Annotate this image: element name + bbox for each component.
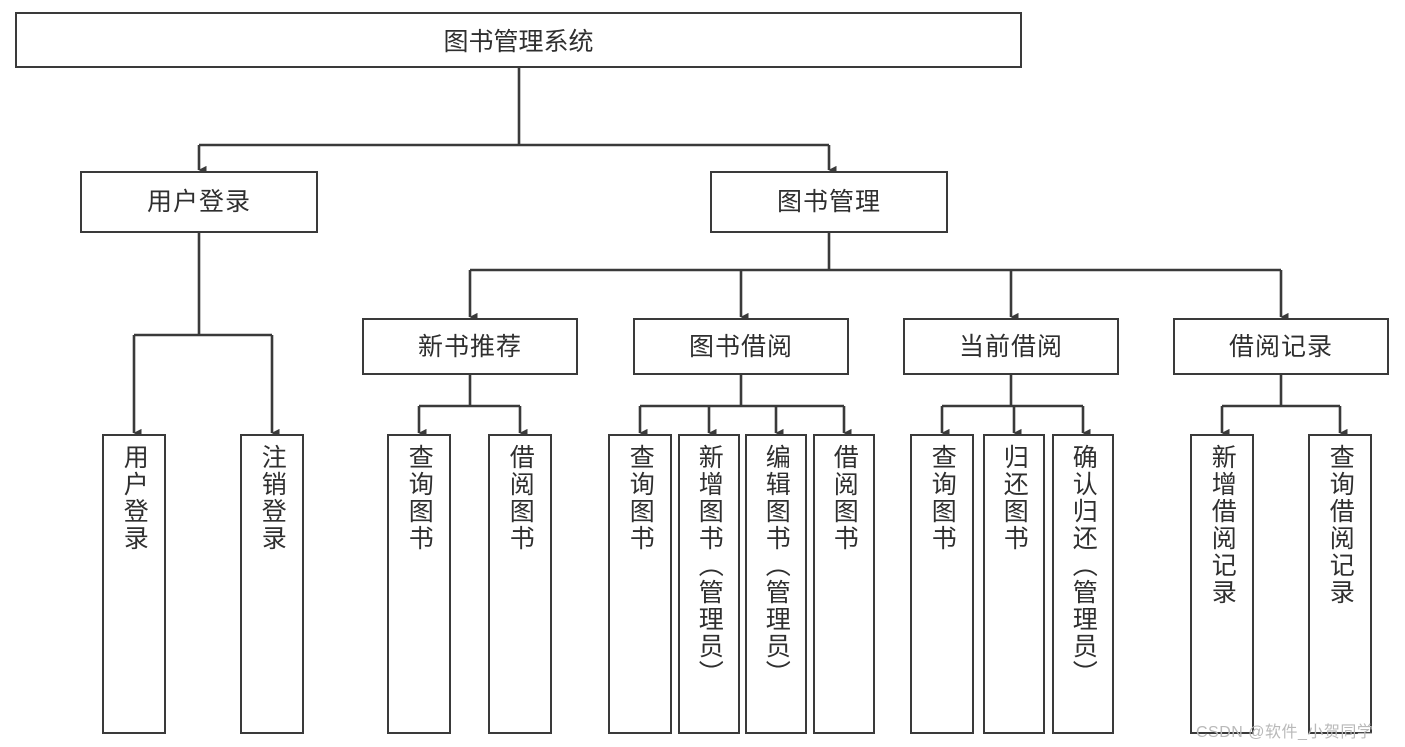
node-root-label: 图书管理系统 — [443, 28, 594, 56]
node-leaf-query-record-label: 查询借阅记录 — [1326, 444, 1355, 606]
node-book-manage[interactable]: 图书管理 — [710, 171, 948, 233]
node-leaf-add-record-label: 新增借阅记录 — [1208, 444, 1237, 606]
node-book-manage-label: 图书管理 — [776, 188, 881, 216]
node-leaf-borrow-book-1[interactable]: 借阅图书 — [488, 434, 552, 734]
node-leaf-query-record[interactable]: 查询借阅记录 — [1308, 434, 1372, 734]
node-book-borrow-label: 图书借阅 — [688, 332, 793, 361]
node-leaf-borrow-book-1-label: 借阅图书 — [506, 444, 535, 552]
node-leaf-edit-book[interactable]: 编辑图书（管理员） — [745, 434, 807, 734]
node-new-book-rec[interactable]: 新书推荐 — [362, 318, 578, 375]
node-leaf-edit-book-label: 编辑图书（管理员） — [762, 444, 791, 687]
node-leaf-borrow-book-2[interactable]: 借阅图书 — [813, 434, 875, 734]
node-leaf-query-book-1-label: 查询图书 — [405, 444, 434, 552]
node-leaf-return-book[interactable]: 归还图书 — [983, 434, 1045, 734]
node-leaf-confirm-return-label: 确认归还（管理员） — [1069, 444, 1098, 687]
node-leaf-confirm-return[interactable]: 确认归还（管理员） — [1052, 434, 1114, 734]
node-leaf-user-login-label: 用户登录 — [120, 444, 149, 552]
node-current-borrow-label: 当前借阅 — [958, 332, 1063, 361]
node-leaf-query-book-2[interactable]: 查询图书 — [608, 434, 672, 734]
node-leaf-query-book-3-label: 查询图书 — [928, 444, 957, 552]
node-book-borrow[interactable]: 图书借阅 — [633, 318, 849, 375]
node-leaf-add-book[interactable]: 新增图书（管理员） — [678, 434, 740, 734]
node-current-borrow[interactable]: 当前借阅 — [903, 318, 1119, 375]
csdn-watermark: CSDN @软件_小贺同学 — [1196, 724, 1374, 741]
node-leaf-return-book-label: 归还图书 — [1000, 444, 1029, 552]
node-leaf-query-book-1[interactable]: 查询图书 — [387, 434, 451, 734]
node-borrow-record-label: 借阅记录 — [1228, 332, 1333, 361]
node-borrow-record[interactable]: 借阅记录 — [1173, 318, 1389, 375]
node-leaf-add-record[interactable]: 新增借阅记录 — [1190, 434, 1254, 734]
node-leaf-user-logout-label: 注销登录 — [258, 444, 287, 552]
node-root[interactable]: 图书管理系统 — [15, 12, 1022, 68]
node-leaf-user-logout[interactable]: 注销登录 — [240, 434, 304, 734]
node-user-login[interactable]: 用户登录 — [80, 171, 318, 233]
node-user-login-label: 用户登录 — [146, 188, 251, 216]
node-leaf-borrow-book-2-label: 借阅图书 — [830, 444, 859, 552]
node-leaf-query-book-2-label: 查询图书 — [626, 444, 655, 552]
node-new-book-rec-label: 新书推荐 — [417, 332, 522, 361]
node-leaf-query-book-3[interactable]: 查询图书 — [910, 434, 974, 734]
node-leaf-user-login[interactable]: 用户登录 — [102, 434, 166, 734]
node-leaf-add-book-label: 新增图书（管理员） — [695, 444, 724, 687]
